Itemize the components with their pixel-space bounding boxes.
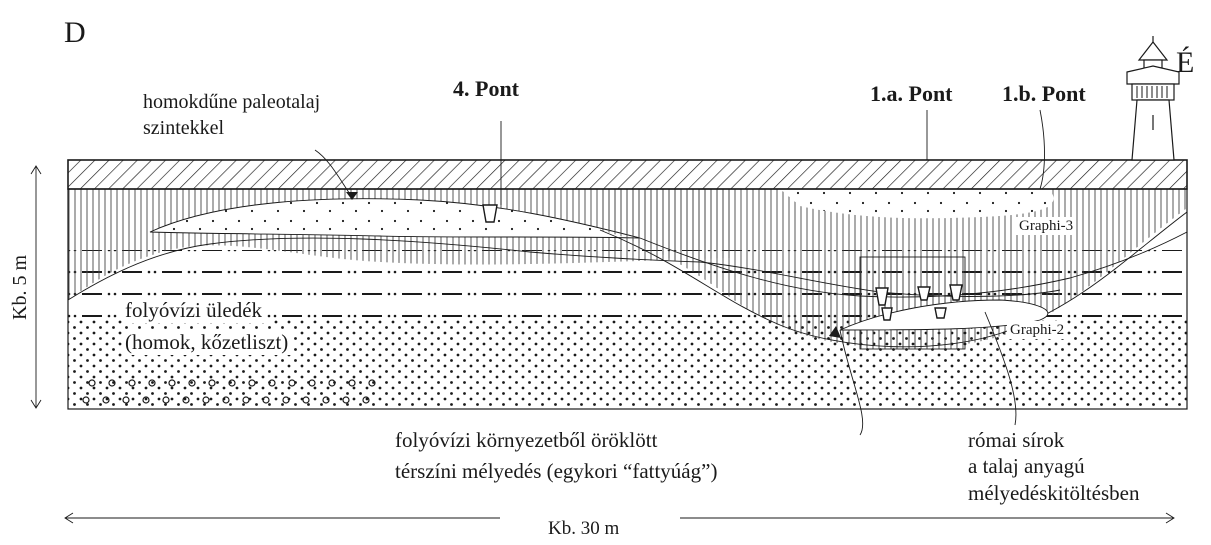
dune-label-line2: szintekkel bbox=[143, 117, 225, 139]
graves-label-line3: mélyedéskitöltésben bbox=[968, 481, 1140, 505]
north-label: É bbox=[1176, 46, 1194, 79]
dune-label-line1: homokdűne paleotalaj bbox=[143, 91, 320, 113]
graphi2-label-backing bbox=[1007, 321, 1068, 339]
grave-pit-icon bbox=[482, 204, 963, 321]
fluvial-label-line2: (homok, kőzetliszt) bbox=[125, 330, 288, 354]
width-label: Kb. 30 m bbox=[548, 518, 619, 539]
point-4-label: 4. Pont bbox=[453, 76, 520, 101]
depression-label-line1: folyóvízi környezetből öröklött bbox=[395, 428, 658, 452]
point-1a-label: 1.a. Pont bbox=[870, 81, 953, 106]
south-label: D bbox=[64, 16, 86, 49]
fluvial-label-line2-backing bbox=[122, 329, 292, 355]
width-dimension bbox=[64, 512, 1175, 524]
height-dimension bbox=[30, 165, 42, 409]
graphi2-label: Graphi-2 bbox=[1010, 322, 1064, 338]
depression-label-line2: térszíni mélyedés (egykori “fattyúág”) bbox=[395, 459, 717, 483]
leader-arrowheads bbox=[346, 192, 841, 338]
fluvial-label-line1-backing bbox=[122, 297, 266, 323]
watchtower-icon bbox=[1126, 36, 1180, 161]
fluvial-label-line1: folyóvízi üledék bbox=[125, 298, 263, 322]
stratigraphy-section bbox=[67, 159, 1188, 410]
height-label: Kb. 5 m bbox=[9, 255, 31, 320]
graphi3-label: Graphi-3 bbox=[1019, 218, 1073, 234]
graves-label-line2: a talaj anyagú bbox=[968, 454, 1085, 478]
topsoil-layer bbox=[67, 159, 1188, 190]
point-1b-label: 1.b. Pont bbox=[1002, 81, 1086, 106]
graphi3-label-backing bbox=[1016, 217, 1077, 235]
pebble-layer bbox=[82, 379, 376, 404]
graves-label-line1: római sírok bbox=[968, 428, 1065, 452]
